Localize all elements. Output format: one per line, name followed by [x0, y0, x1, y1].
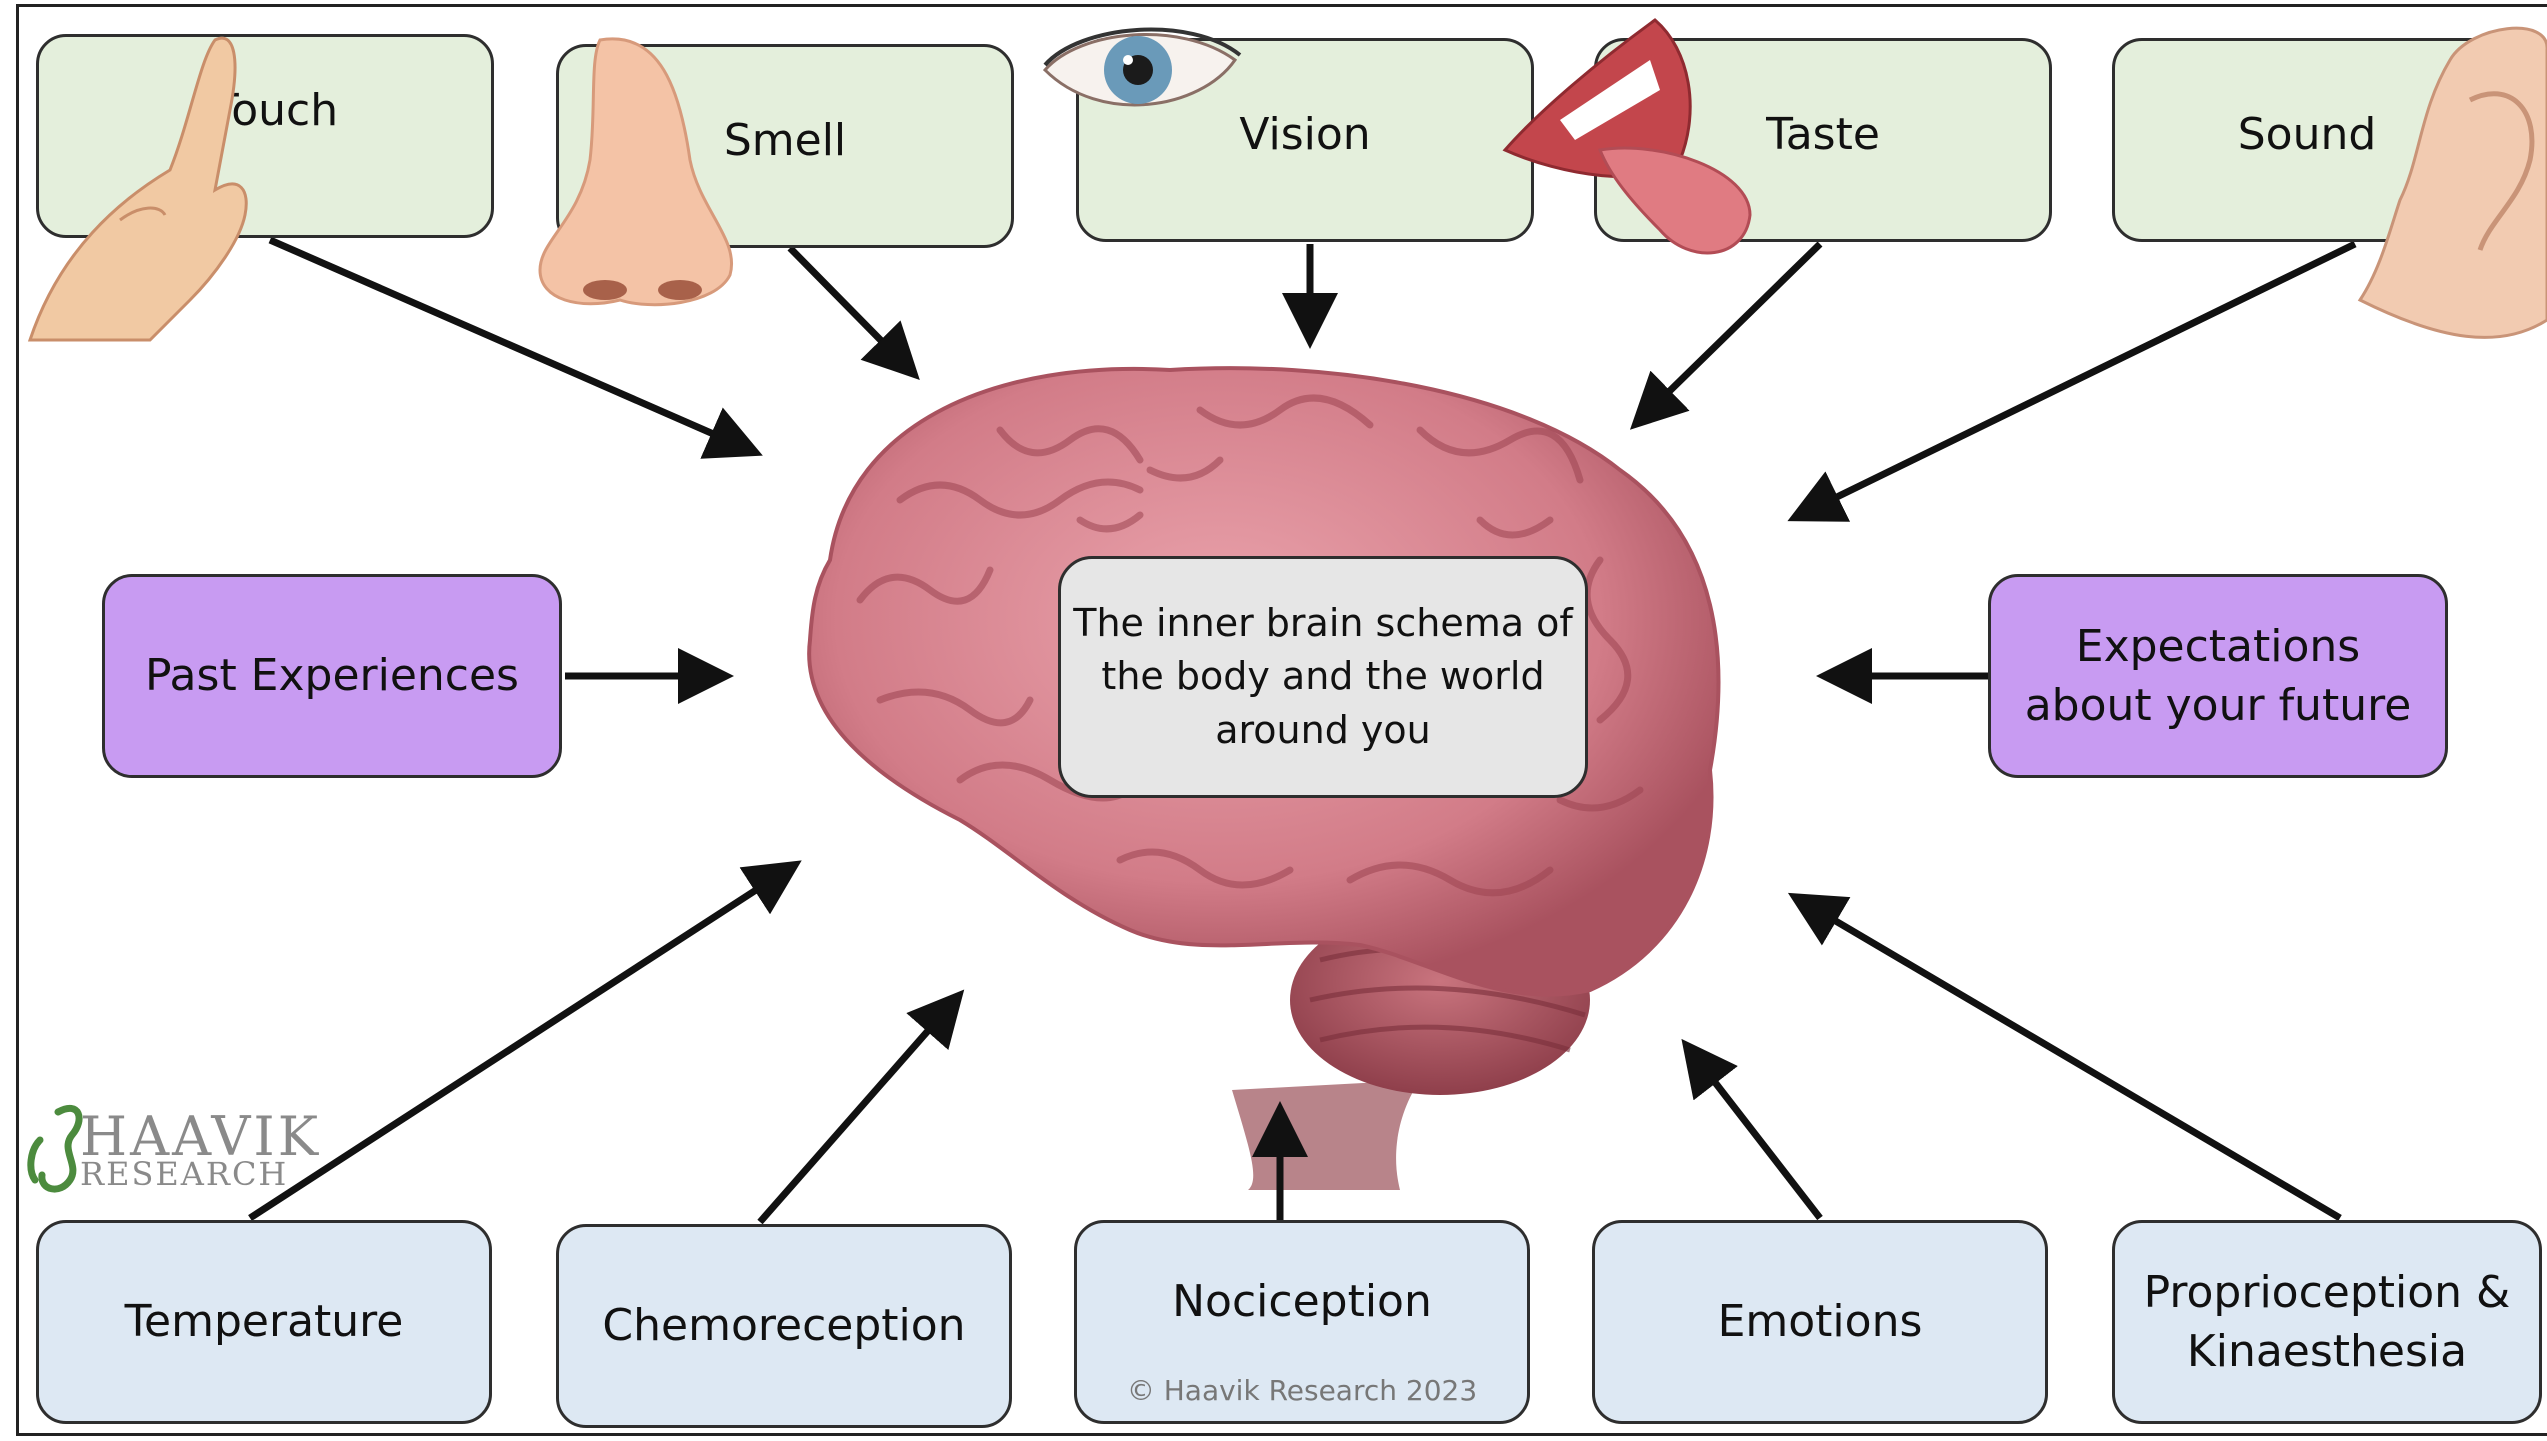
- logo-line2: RESEARCH: [80, 1158, 321, 1190]
- logo-wordmark: HAAVIK RESEARCH: [80, 1110, 321, 1190]
- seahorse-logo-icon: [31, 1108, 79, 1189]
